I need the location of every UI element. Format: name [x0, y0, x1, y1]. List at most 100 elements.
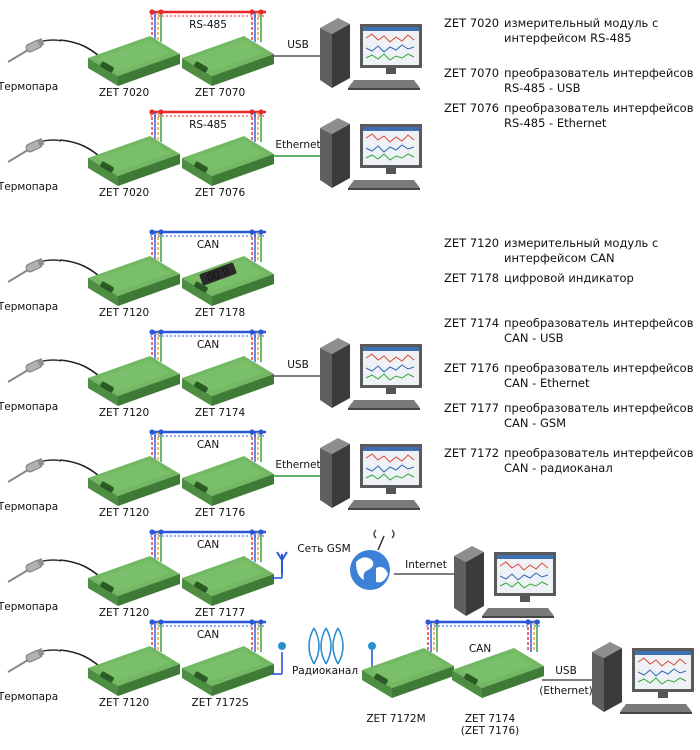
- legend-code: ZET 7070: [444, 66, 500, 80]
- legend-code: ZET 7172: [444, 446, 500, 460]
- legend-code: ZET 7178: [444, 271, 500, 285]
- radio-waves-icon: [320, 627, 327, 665]
- antenna-icon: [278, 642, 286, 650]
- module-icon: [88, 356, 180, 406]
- module-icon: [182, 256, 274, 306]
- gsm-label: Сеть GSM: [297, 543, 350, 555]
- module-icon: [88, 36, 180, 86]
- computer-icon: [319, 437, 423, 511]
- module1-label: ZET 7120: [99, 307, 149, 319]
- module2-label: ZET 7076: [195, 187, 246, 199]
- computer-icon: [319, 117, 423, 191]
- module-icon: [182, 136, 274, 186]
- module-icon: [182, 36, 274, 86]
- thermocouple-icon: [7, 357, 62, 383]
- bus-label: CAN: [197, 629, 219, 641]
- module1-label: ZET 7120: [99, 697, 149, 709]
- bus-terminal-dot: [258, 109, 264, 115]
- bus-terminal-dot: [249, 619, 255, 625]
- legend-code: ZET 7076: [444, 101, 500, 115]
- sensor-label: Термопара: [0, 401, 58, 413]
- bus-terminal-dot: [249, 229, 255, 235]
- legend-code: ZET 7176: [444, 361, 500, 375]
- module2-label: ZET 7172S: [192, 697, 249, 709]
- bus-terminal-dot: [249, 529, 255, 535]
- bus-label: CAN: [197, 339, 219, 351]
- radio-waves-icon: [332, 627, 339, 665]
- thermocouple-icon: [7, 257, 62, 283]
- module-icon: [452, 648, 544, 698]
- antenna-icon: [368, 642, 376, 650]
- globe-mast: [377, 535, 385, 551]
- sensor-label: Термопара: [0, 601, 58, 613]
- module-icon: [88, 136, 180, 186]
- bus-terminal-dot: [149, 429, 155, 435]
- module1-label: ZET 7020: [99, 87, 149, 99]
- sensor-label: Термопара: [0, 501, 58, 513]
- thermocouple-icon: [7, 137, 62, 163]
- module-icon: [362, 648, 454, 698]
- bus-terminal-dot: [149, 529, 155, 535]
- legend-description: преобразователь интерфейсов CAN - USB: [504, 316, 694, 345]
- module2-label: ZET 7177: [195, 607, 245, 619]
- legend-description: преобразователь интерфейсов CAN - GSM: [504, 401, 694, 430]
- legend-description: цифровой индикатор: [504, 271, 634, 285]
- bus-label: CAN: [197, 239, 219, 251]
- bus-terminal-dot: [249, 329, 255, 335]
- module1-label: ZET 7020: [99, 187, 149, 199]
- pc-link-alt-label: (Ethernet): [539, 685, 592, 697]
- module-icon: [182, 646, 274, 696]
- remote-module1-label: ZET 7172M: [366, 713, 425, 725]
- thermocouple-icon: [7, 557, 62, 583]
- bus-terminal-dot: [534, 619, 540, 625]
- bus-terminal-dot: [158, 329, 164, 335]
- module-icon: [182, 356, 274, 406]
- internet-label: Internet: [405, 559, 447, 571]
- bus-terminal-dot: [158, 9, 164, 15]
- pc-link-label: Ethernet: [275, 139, 320, 151]
- bus-terminal-dot: [258, 529, 264, 535]
- bus-label: CAN: [197, 439, 219, 451]
- legend-description: преобразователь интерфейсов CAN - Ethern…: [504, 361, 694, 390]
- bus-terminal-dot: [525, 619, 531, 625]
- module1-label: ZET 7120: [99, 507, 149, 519]
- bus-label: RS-485: [189, 19, 227, 31]
- bus-terminal-dot: [149, 329, 155, 335]
- bus-terminal-dot: [258, 429, 264, 435]
- thermocouple-icon: [7, 647, 62, 673]
- bus-terminal-dot: [158, 109, 164, 115]
- computer-icon: [453, 545, 557, 619]
- pc-link-label: USB: [287, 39, 309, 51]
- radio-waves-icon: [325, 627, 332, 665]
- bus-terminal-dot: [149, 109, 155, 115]
- pc-link-label: USB: [555, 665, 577, 677]
- radio-waves-icon: [313, 627, 320, 665]
- bus-terminal-dot: [249, 429, 255, 435]
- display-screen: [199, 262, 237, 286]
- radio-waves-icon: [391, 529, 395, 539]
- legend-description: измерительный модуль с интерфейсом CAN: [504, 236, 659, 265]
- bus-terminal-dot: [434, 619, 440, 625]
- remote-module2-alt-label: (ZET 7176): [461, 725, 520, 737]
- module-icon: [88, 556, 180, 606]
- module2-label: ZET 7178: [195, 307, 245, 319]
- sensor-label: Термопара: [0, 301, 58, 313]
- computer-icon: [591, 641, 695, 715]
- legend-description: преобразователь интерфейсов CAN - радиок…: [504, 446, 694, 475]
- thermocouple-icon: [7, 37, 62, 63]
- module2-label: ZET 7174: [195, 407, 246, 419]
- bus-terminal-dot: [158, 529, 164, 535]
- module1-label: ZET 7120: [99, 607, 149, 619]
- legend-description: преобразователь интерфейсов RS-485 - USB: [504, 66, 694, 95]
- antenna-icon: [276, 551, 288, 575]
- legend-code: ZET 7020: [444, 16, 500, 30]
- bus-terminal-dot: [158, 619, 164, 625]
- module2-label: ZET 7070: [195, 87, 245, 99]
- legend-description: преобразователь интерфейсов RS-485 - Eth…: [504, 101, 694, 130]
- remote-module2-label: ZET 7174: [465, 713, 516, 725]
- bus-terminal-dot: [249, 109, 255, 115]
- sensor-label: Термопара: [0, 81, 58, 93]
- remote-bus-label: CAN: [469, 643, 491, 655]
